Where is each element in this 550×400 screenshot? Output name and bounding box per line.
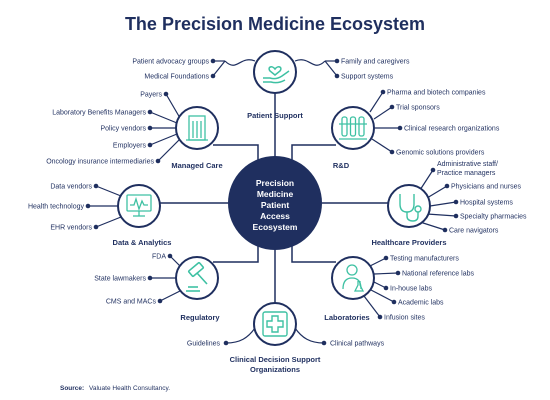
hub-clinical-decision-support: Clinical Decision Support Organizations …	[187, 302, 385, 374]
monitor-chart-icon	[126, 194, 152, 217]
leaf-testing-manufacturers: Testing manufacturers	[390, 256, 459, 263]
leaf-data-vendors: Data vendors	[50, 184, 92, 191]
leaf-pharma-and-biotech-companies: Pharma and biotech companies	[387, 90, 486, 97]
source-label: Source:	[60, 385, 84, 392]
leaf-guidelines: Guidelines	[187, 341, 221, 348]
leaf-clinical-research-organizations: Clinical research organizations	[404, 126, 500, 133]
hub-label-rnd: R&D	[333, 161, 350, 170]
hub-rnd: R&D Pharma and biotech companies Trial s…	[331, 90, 500, 170]
center-line-2: Medicine	[257, 189, 294, 199]
leaf-trial-sponsors: Trial sponsors	[396, 105, 440, 112]
leaf-payers: Payers	[140, 92, 162, 99]
center-line-4: Access	[260, 211, 290, 221]
hub-label-healthcare-providers: Healthcare Providers	[371, 238, 446, 247]
diagram-title: The Precision Medicine Ecosystem	[125, 14, 425, 34]
leaf-care-navigators: Care navigators	[449, 228, 499, 235]
hub-label-data-analytics: Data & Analytics	[113, 238, 172, 247]
leaf-clinical-pathways: Clinical pathways	[330, 341, 385, 348]
source-note: Source: Valuate Health Consultancy.	[60, 385, 170, 392]
leaf-support-systems: Support systems	[341, 74, 394, 81]
leaf-patient-advocacy-groups: Patient advocacy groups	[132, 59, 209, 66]
hub-label-patient-support: Patient Support	[247, 111, 303, 120]
leaf-employers: Employers	[113, 143, 147, 150]
building-icon	[186, 115, 208, 141]
hand-heart-icon	[263, 66, 290, 84]
leaf-health-technology: Health technology	[28, 204, 85, 211]
hub-label-cds-line-2: Organizations	[250, 365, 300, 374]
leaf-medical-foundations: Medical Foundations	[144, 74, 209, 81]
leaf-academic-labs: Academic labs	[398, 300, 444, 307]
leaf-fda: FDA	[152, 254, 166, 261]
leaf-physicians-and-nurses: Physicians and nurses	[451, 184, 522, 191]
test-tubes-icon	[339, 116, 367, 140]
leaf-hospital-systems: Hospital systems	[460, 200, 513, 207]
hub-regulatory: Regulatory FDA State lawmakers CMS and M…	[94, 254, 220, 323]
leaf-laboratory-benefits-managers: Laboratory Benefits Managers	[52, 110, 146, 117]
leaf-national-reference-labs: National reference labs	[402, 271, 474, 278]
center-line-1: Precision	[256, 178, 294, 188]
source-text: Valuate Health Consultancy.	[89, 385, 170, 392]
center-node: Precision Medicine Patient Access Ecosys…	[228, 156, 322, 250]
leaf-in-house-labs: In-house labs	[390, 286, 433, 293]
gavel-icon	[186, 261, 208, 292]
hub-managed-care: Managed Care Payers Laboratory Benefits …	[46, 92, 222, 171]
lab-scientist-icon	[342, 264, 365, 292]
hub-data-analytics: Data & Analytics Data vendors Health tec…	[28, 184, 172, 248]
hub-healthcare-providers: Healthcare Providers Administrative staf…	[371, 161, 527, 247]
leaf-infusion-sites: Infusion sites	[384, 315, 425, 322]
leaf-cms-and-macs: CMS and MACs	[106, 299, 157, 306]
leaf-oncology-insurance-intermediaries: Oncology insurance intermediaries	[46, 159, 154, 166]
hub-patient-support: Patient Support Patient advocacy groups …	[132, 50, 410, 120]
medical-cross-icon	[262, 311, 288, 337]
hub-label-cds-line-1: Clinical Decision Support	[230, 355, 321, 364]
leaf-genomic-solutions-providers: Genomic solutions providers	[396, 150, 485, 157]
leaf-family-and-caregivers: Family and caregivers	[341, 59, 410, 66]
hub-label-laboratories: Laboratories	[324, 313, 369, 322]
center-line-5: Ecosystem	[253, 222, 298, 232]
center-line-3: Patient	[261, 200, 290, 210]
leaf-state-lawmakers: State lawmakers	[94, 276, 146, 283]
leaf-administrative-staff: Administrative staff/	[437, 161, 498, 168]
leaf-specialty-pharmacies: Specialty pharmacies	[460, 214, 527, 221]
stethoscope-icon	[399, 194, 422, 222]
hub-label-managed-care: Managed Care	[171, 161, 222, 170]
hub-laboratories: Laboratories Testing manufacturers Natio…	[324, 256, 474, 323]
hub-label-regulatory: Regulatory	[180, 313, 220, 322]
leaf-ehr-vendors: EHR vendors	[50, 225, 92, 232]
leaf-practice-managers: Practice managers	[437, 170, 496, 177]
leaf-policy-vendors: Policy vendors	[100, 126, 146, 133]
